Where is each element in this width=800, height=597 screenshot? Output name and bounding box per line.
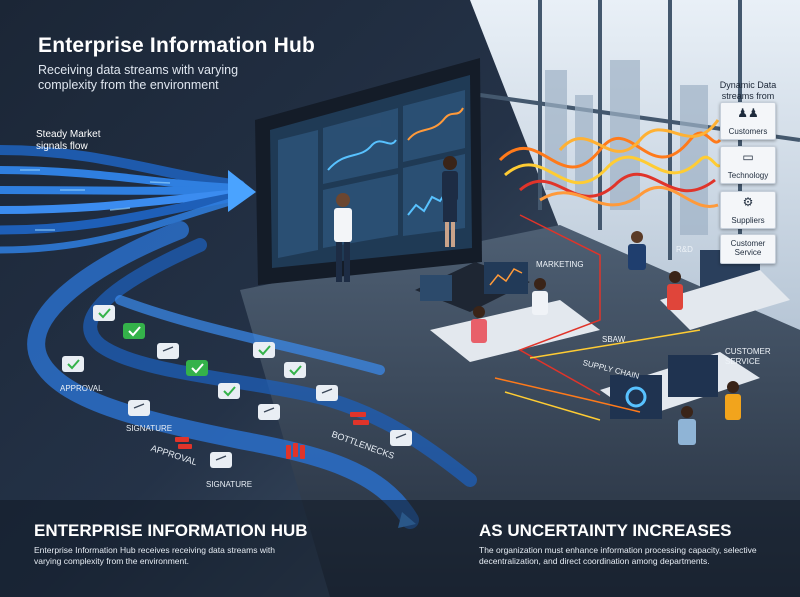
department-label: SBAW [602,335,626,344]
section-heading-left: ENTERPRISE INFORMATION HUB [34,521,308,540]
section-text-right: The organization must enhance informatio… [479,545,757,566]
source-card-technology: ▭ Technology [720,146,776,184]
flow-arrowhead [228,170,256,212]
workstations [415,250,790,419]
city-skyline [545,60,708,235]
source-card-customer-service: Customer Service [720,234,776,264]
people-icon: ♟♟ [737,106,759,120]
approval-label: APPROVAL [60,384,103,393]
department-label: CUSTOMER SERVICE [725,347,771,366]
section-text-left: Enterprise Information Hub receives rece… [34,545,275,566]
presenter-woman [442,156,458,247]
source-card-customers: ♟♟ Customers [720,102,776,140]
source-card-suppliers: ⚙ Suppliers [720,191,776,229]
department-label: MARKETING [536,260,584,269]
department-label: R&D [676,245,693,254]
laptop-icon: ▭ [742,150,754,164]
coordination-links [494,214,701,421]
workflow-tiles [62,305,412,468]
dynamic-data-waves [498,119,722,208]
source-label: Customers [728,127,768,136]
signature-label: SIGNATURE [126,424,173,433]
steady-signal-flow [0,145,245,254]
page-title: Enterprise Information Hub [38,34,316,57]
page-subtitle: Receiving data streams with varying comp… [38,63,239,92]
presenter-man [334,193,352,282]
signature-label: SIGNATURE [206,480,253,489]
source-label: Suppliers [731,216,765,225]
source-label: Customer Service [730,239,766,257]
section-heading-right: AS UNCERTAINTY INCREASES [479,521,732,540]
bottleneck-markers [175,412,369,459]
steady-signals-label: Steady Market signals flow [36,129,101,152]
dynamic-streams-heading: Dynamic Data streams from [719,80,777,101]
supplier-icon: ⚙ [742,195,754,209]
office-workers [471,231,741,445]
source-label: Technology [727,171,769,180]
